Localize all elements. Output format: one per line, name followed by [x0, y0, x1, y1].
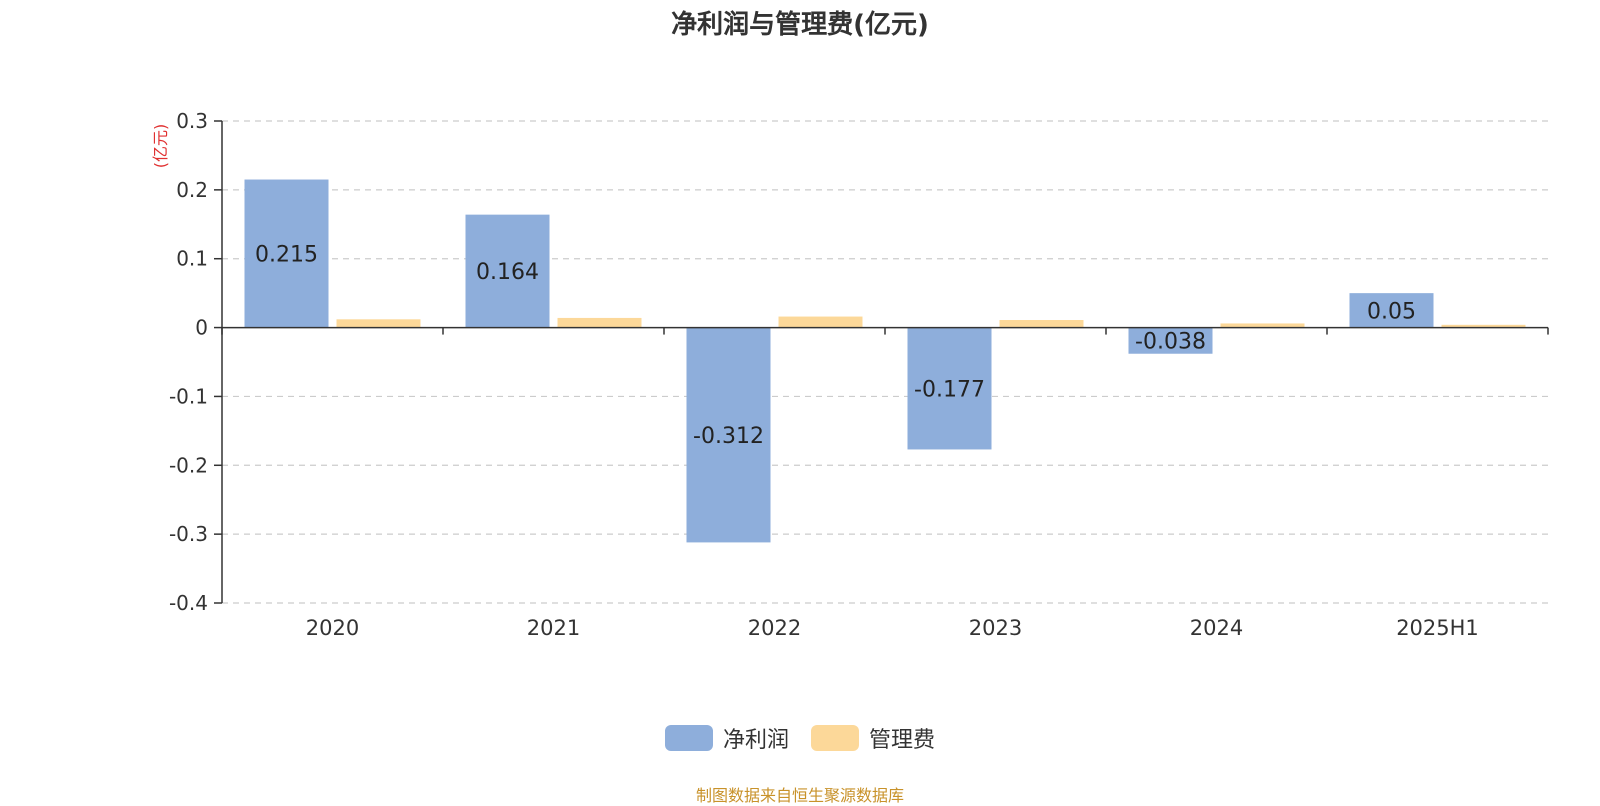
legend-label-admin-expense: 管理费 — [869, 728, 936, 753]
x-category-label: 2025H1 — [1396, 616, 1479, 640]
data-label-net-profit: -0.038 — [1135, 330, 1206, 355]
legend-swatch-admin-expense — [811, 725, 859, 751]
data-label-net-profit: 0.215 — [255, 243, 318, 268]
bar-net-profit — [465, 214, 550, 328]
axes: 0.3 0.2 0.1 0 -0.1 -0.2 -0.3 -0.4 2020 2021 2022 20… — [169, 109, 1549, 640]
bar-admin-expense — [1441, 324, 1526, 328]
x-category-label: 2023 — [969, 616, 1022, 640]
grid-lines — [222, 120, 1548, 604]
bar-admin-expense — [1220, 323, 1305, 328]
chart-title: 净利润与管理费(亿元) — [671, 10, 929, 40]
data-label-net-profit: -0.177 — [914, 378, 985, 403]
data-label-net-profit: -0.312 — [693, 424, 764, 449]
y-tick-label: -0.1 — [169, 384, 208, 408]
bar-admin-expense — [778, 316, 863, 328]
y-tick-label: 0.2 — [176, 178, 208, 202]
y-tick-label: -0.4 — [169, 591, 208, 615]
bar-net-profit — [1349, 293, 1434, 328]
bar-admin-expense — [999, 319, 1084, 328]
legend-item-admin-expense[interactable]: 管理费 — [811, 722, 935, 754]
bar-net-profit — [1128, 327, 1213, 354]
legend-label-net-profit: 净利润 — [722, 728, 789, 753]
bar-net-profit — [686, 327, 771, 543]
y-tick-label: -0.3 — [169, 522, 208, 546]
data-labels: 0.215 0.164 -0.312 -0.177 -0.038 0.05 — [255, 243, 1416, 449]
bar-net-profit — [907, 327, 992, 450]
bars — [244, 179, 1526, 543]
source-note: 制图数据来自恒生聚源数据库 — [695, 786, 904, 805]
y-tick-label: -0.2 — [169, 453, 208, 477]
bar-admin-expense — [336, 319, 421, 328]
bar-admin-expense — [557, 317, 642, 328]
y-tick-label: 0.1 — [176, 247, 208, 271]
data-label-net-profit: 0.05 — [1367, 299, 1416, 324]
y-tick-label: 0.3 — [176, 109, 208, 133]
x-category-label: 2024 — [1190, 616, 1243, 640]
y-axis-unit-label: (亿元) — [151, 124, 170, 169]
bar-net-profit — [244, 179, 329, 328]
x-category-label: 2021 — [527, 616, 580, 640]
data-label-net-profit: 0.164 — [476, 260, 539, 285]
y-tick-label: 0 — [195, 316, 208, 340]
x-category-label: 2022 — [748, 616, 801, 640]
x-category-label: 2020 — [306, 616, 359, 640]
legend-swatch-net-profit — [664, 725, 713, 751]
legend-item-net-profit[interactable]: 净利润 — [664, 722, 789, 754]
legend: 净利润 管理费 — [0, 722, 1600, 754]
